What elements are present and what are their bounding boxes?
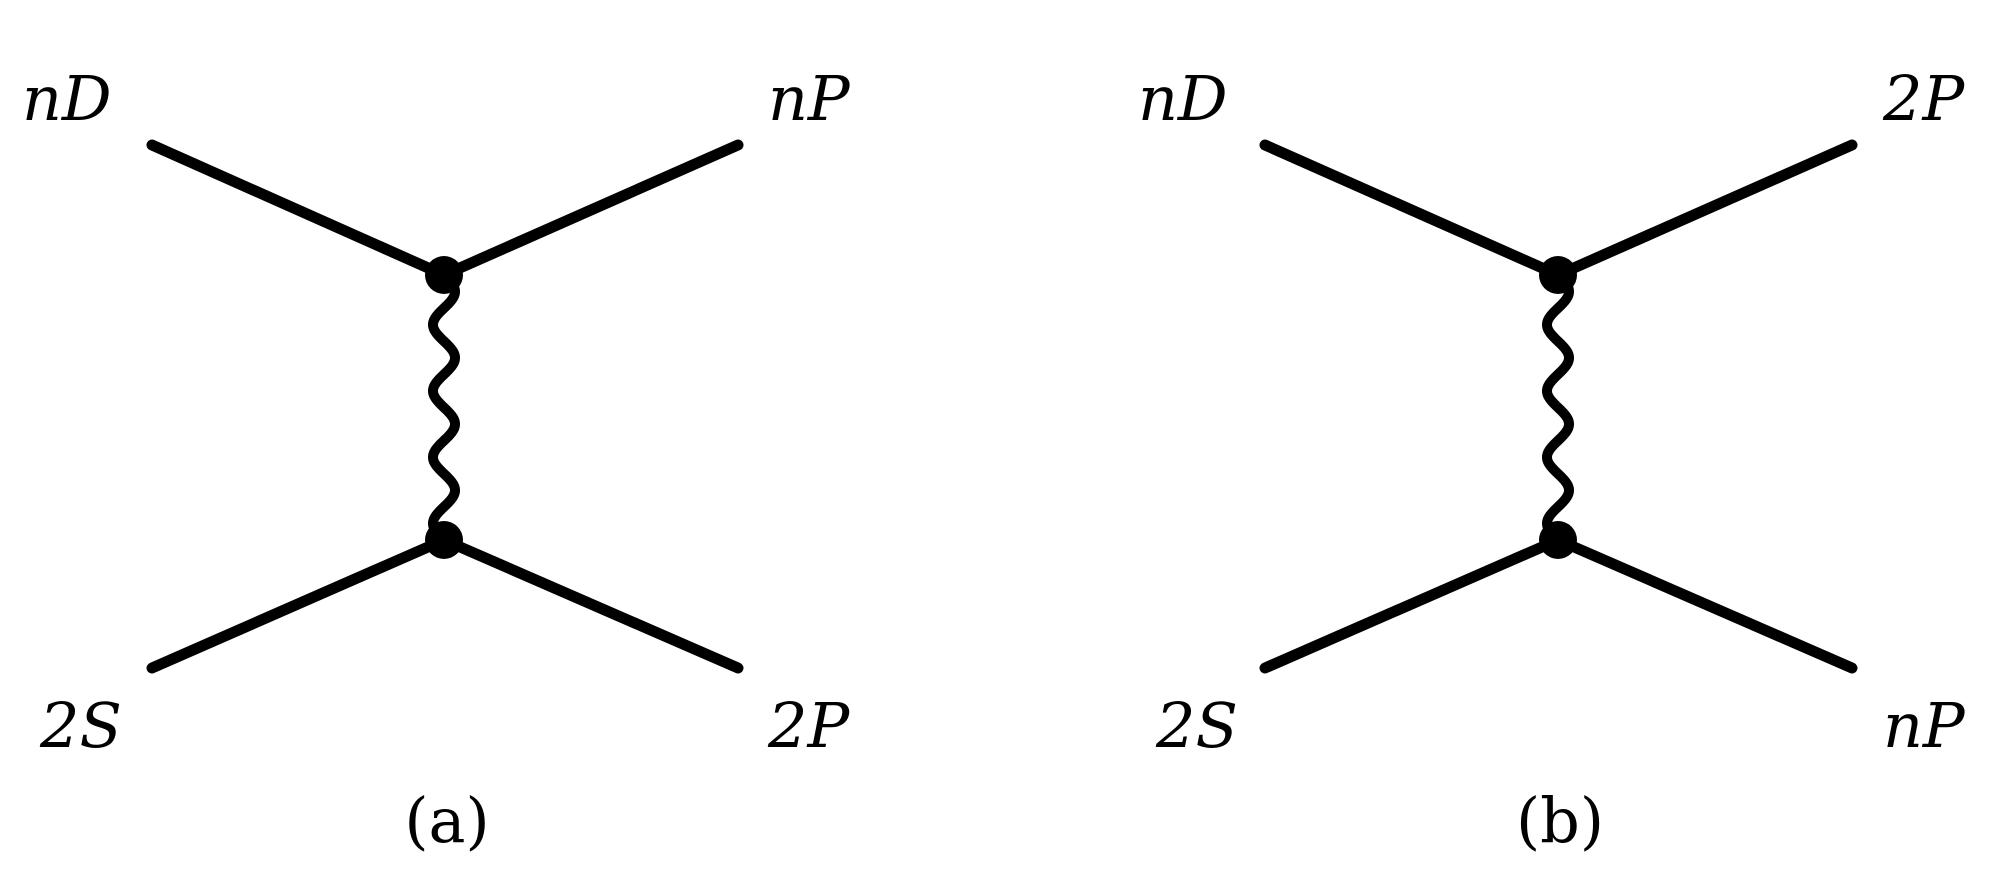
diagram-a-bottom-right-label: 2P [767, 689, 850, 762]
diagram-a-top-right-line [438, 139, 744, 281]
diagram-a-top-right-label: nP [768, 62, 851, 135]
diagram-a-top-vertex [425, 256, 463, 294]
diagram-b-bottom-left-label: 2S [1155, 689, 1238, 762]
diagram-a: nD nP 2S 2P (a) [22, 62, 851, 857]
diagram-a-top-left-line [146, 139, 450, 281]
diagram-b-bottom-vertex [1539, 521, 1577, 559]
diagram-b-top-right-line [1552, 139, 1858, 281]
diagram-b: nD 2P 2S nP (b) [1138, 62, 1966, 857]
diagram-b-bottom-left-line [1259, 534, 1564, 674]
diagram-a-caption: (a) [404, 784, 489, 857]
diagram-a-bottom-right-line [438, 534, 744, 674]
diagram-b-photon-propagator [1542, 270, 1574, 545]
diagram-a-bottom-left-label: 2S [39, 689, 122, 762]
diagram-b-caption: (b) [1516, 784, 1604, 857]
diagram-b-top-left-label: nD [1138, 62, 1228, 135]
diagram-a-photon-propagator [428, 270, 460, 545]
diagram-b-bottom-right-line [1552, 534, 1858, 674]
diagram-b-top-vertex [1539, 256, 1577, 294]
diagram-b-bottom-right-label: nP [1883, 689, 1966, 762]
diagram-b-top-right-label: 2P [1882, 62, 1965, 135]
diagram-a-bottom-left-line [146, 534, 450, 674]
diagram-a-top-left-label: nD [22, 62, 112, 135]
diagram-a-bottom-vertex [425, 521, 463, 559]
diagram-b-top-left-line [1259, 139, 1564, 281]
